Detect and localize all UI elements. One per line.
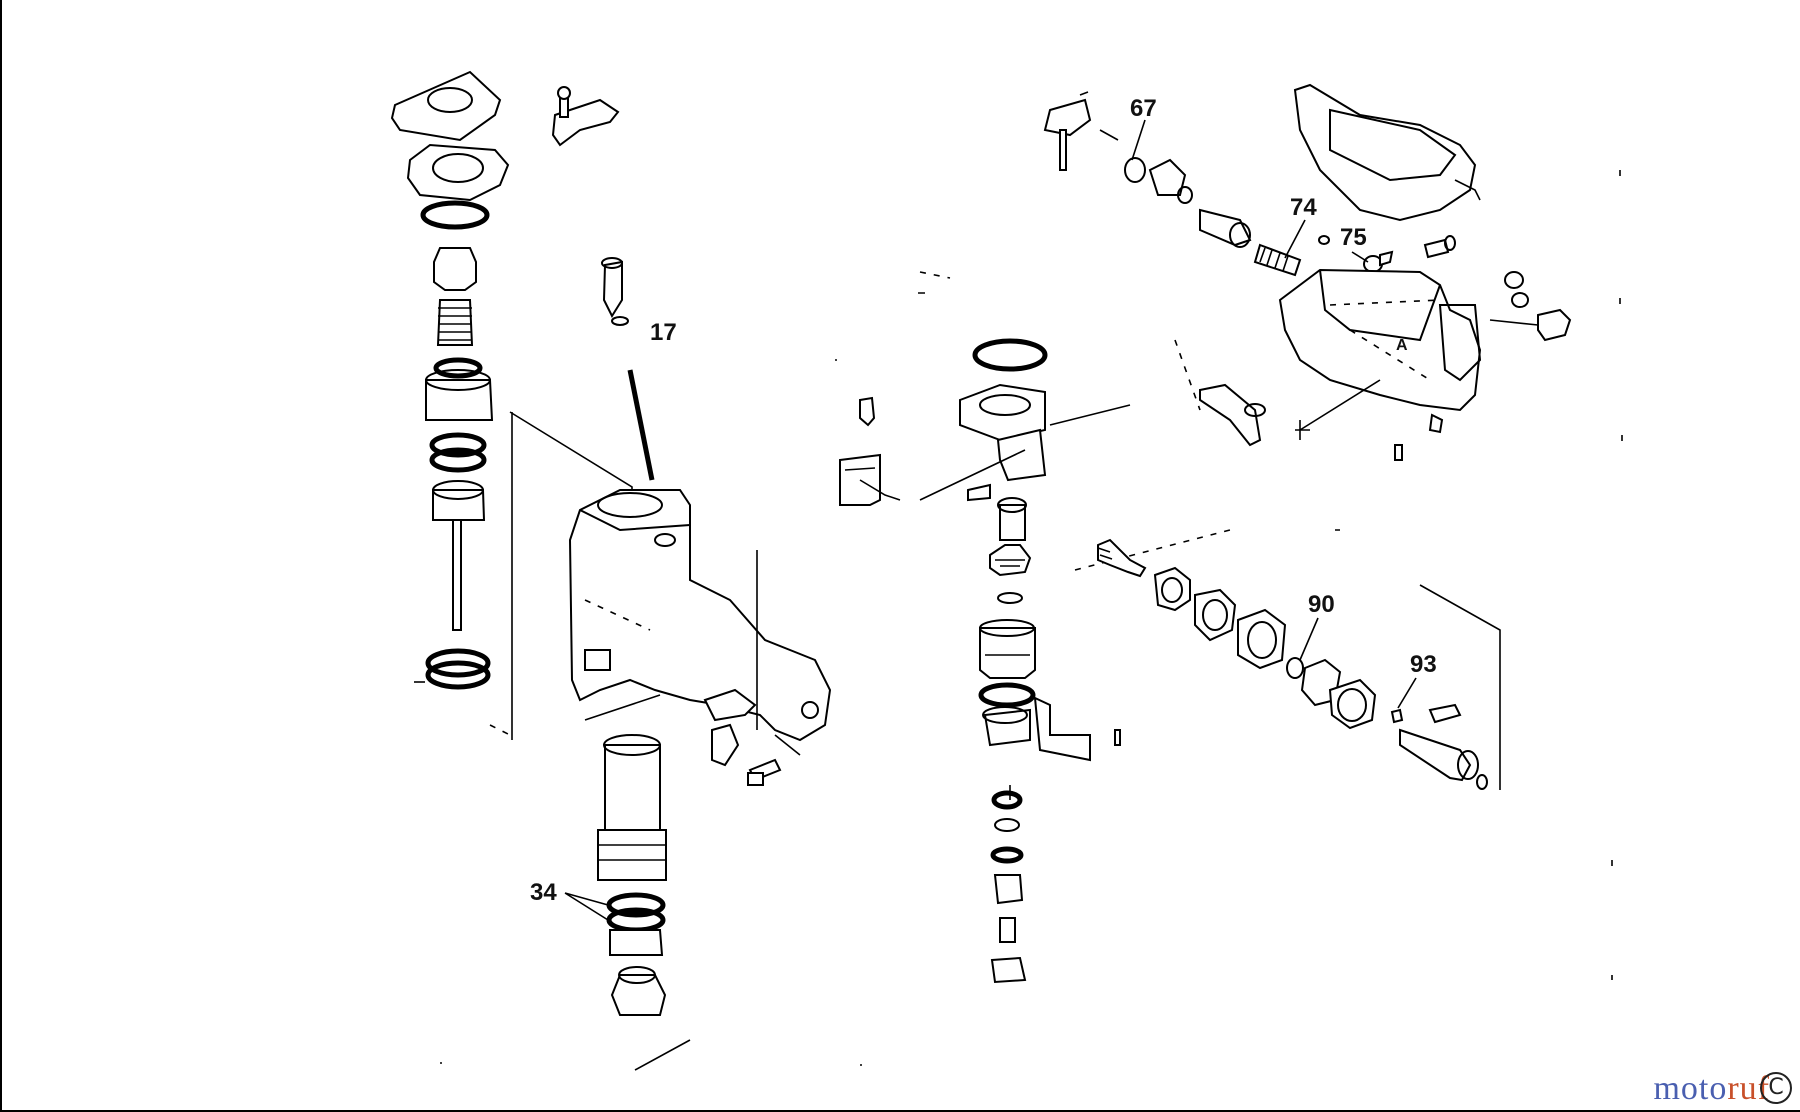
cap-plate [390,70,502,142]
watermark-part1: moto [1653,1070,1728,1107]
o-ring-top [420,200,490,230]
magazine-cover [1293,83,1481,222]
main-housing [568,489,832,756]
leader-74 [1284,219,1306,259]
valve-assembly [1043,91,1456,277]
callout-93: 93 [1410,651,1437,678]
driver-blade [452,519,462,631]
spring-top [436,299,474,346]
cap-assembly-stack [390,70,510,690]
snap-ring [972,338,1048,372]
clip-and-screw [551,86,629,326]
callout-67: 67 [1130,95,1157,122]
spring-pin [627,369,655,481]
leader-93 [1397,677,1417,709]
o-ring-34a [606,892,666,918]
pin-93 [1390,708,1404,724]
trigger-parts [584,688,782,786]
top-cap [406,143,510,202]
magazine-small-parts [1199,271,1572,461]
washer-90 [1286,657,1304,679]
callout-17: 17 [650,319,677,346]
callout-74: 74 [1290,194,1317,221]
washer-67 [1124,157,1146,183]
o-ring-bottom [425,648,491,678]
cylinder-sleeve-stack [597,734,691,1071]
leader-34 [564,892,609,921]
magazine-base [1278,268,1482,412]
leader-90 [1299,617,1319,661]
valve-head [433,247,477,291]
valve-stem [1199,208,1252,247]
leader-75 [1351,251,1369,263]
leader-67 [1131,119,1146,161]
callout-90: 90 [1308,591,1335,618]
piston-head [432,489,486,521]
piston-housing [425,379,494,421]
callout-75: 75 [1340,224,1367,251]
detail-a-label: A [1396,337,1408,354]
callout-34: 34 [530,879,557,906]
feed-assembly-stack [919,338,1131,984]
latch-parts [839,396,901,506]
output-shaft [1399,728,1472,782]
copyright-c-icon: C [1760,1072,1792,1104]
drive-train [1097,538,1501,790]
watermark-logo: motoruf [1653,1070,1770,1108]
